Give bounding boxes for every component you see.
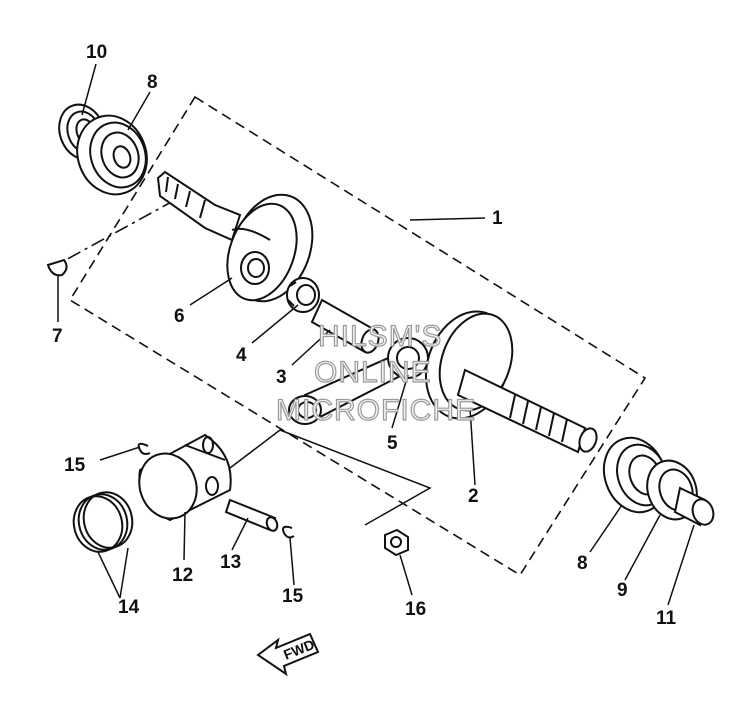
crank-pin	[310, 298, 380, 354]
callout-16: 16	[405, 599, 426, 620]
watermark: HILSM'S ONLINE MICROFICHE	[275, 319, 476, 427]
callout-8-right: 8	[577, 553, 588, 574]
leader-lines	[57, 63, 695, 606]
callout-1: 1	[492, 208, 503, 229]
callout-15-upper: 15	[64, 455, 86, 476]
callout-7: 7	[52, 326, 63, 347]
callout-labels: 10 8 1 7 6 4 3 5 2 15 12 13 15 14 16 8 9…	[52, 42, 677, 629]
circlip-lower	[282, 525, 295, 539]
callout-15-lower: 15	[282, 586, 304, 607]
crankshaft-assembly-boundary	[68, 95, 647, 577]
piston-pin	[224, 498, 279, 532]
nut	[384, 528, 409, 557]
watermark-line-2: ONLINE	[314, 356, 432, 389]
forward-direction-arrow: FWD	[256, 632, 320, 677]
piston	[138, 433, 232, 522]
bearing-left	[76, 114, 148, 196]
callout-3: 3	[276, 367, 287, 388]
circlip-upper	[137, 442, 151, 455]
needle-bearing	[286, 277, 320, 313]
callout-4: 4	[236, 345, 247, 366]
callout-14: 14	[118, 597, 140, 618]
key-locator-line	[61, 199, 176, 263]
piston-rings	[72, 491, 134, 553]
watermark-line-1: HILSM'S	[318, 320, 442, 353]
crankshaft-left-half	[156, 170, 314, 303]
callout-13: 13	[220, 552, 241, 573]
callout-9: 9	[617, 580, 628, 601]
callout-10: 10	[86, 42, 107, 63]
watermark-line-3: MICROFICHE	[276, 394, 476, 427]
callout-11: 11	[656, 608, 677, 629]
nut-bore	[390, 536, 402, 548]
callout-8-left: 8	[147, 72, 158, 93]
crankshaft-right-half	[424, 310, 598, 454]
connecting-rod	[288, 337, 429, 425]
callout-2: 2	[468, 486, 479, 507]
callout-6: 6	[174, 306, 185, 327]
collar	[673, 486, 715, 527]
callout-5: 5	[387, 433, 398, 454]
woodruff-key	[46, 258, 68, 277]
callout-12: 12	[172, 565, 193, 586]
